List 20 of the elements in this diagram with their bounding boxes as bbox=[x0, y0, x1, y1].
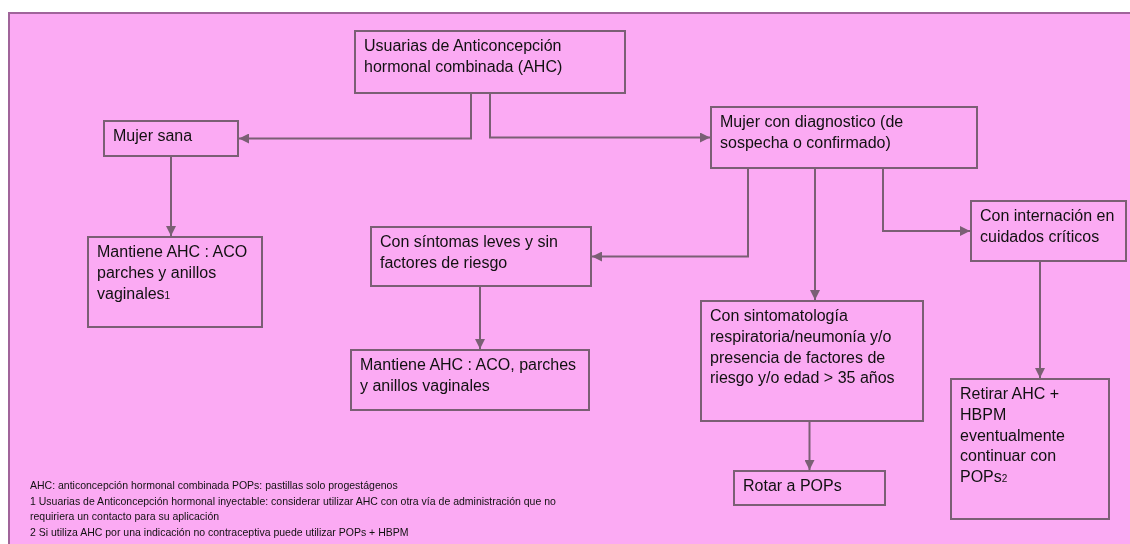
process-box: Rotar a POPs bbox=[733, 470, 886, 506]
footnote: 1 Usuarias de Anticoncepción hormonal inyectable: considerar utilizar AHC con otra vía de administración que no requiriera un contacto para su aplicación bbox=[30, 493, 557, 524]
arrow bbox=[882, 168, 971, 236]
footnote: AHC: anticoncepción hormonal combinada POPs: pastillas solo progestágenos bbox=[30, 478, 399, 493]
arrow bbox=[489, 93, 711, 143]
arrow bbox=[475, 286, 485, 350]
arrow bbox=[238, 93, 472, 144]
footnote: 2 Si utiliza AHC por una indicación no contraceptiva puede utilizar POPs + HBPM bbox=[30, 524, 410, 540]
arrow bbox=[804, 421, 815, 471]
process-box: Mujer con diagnostico (de sospecha o confirmado) bbox=[710, 106, 978, 169]
process-box: Mujer sana bbox=[103, 120, 239, 157]
arrow bbox=[810, 168, 820, 301]
arrow bbox=[591, 168, 749, 262]
process-box: Mantiene AHC : ACO, parches y anillos vaginales bbox=[350, 349, 590, 411]
arrow bbox=[1035, 261, 1045, 379]
process-box: Con internación en cuidados críticos bbox=[970, 200, 1127, 262]
process-box: Usuarias de Anticoncepción hormonal combinada (AHC) bbox=[354, 30, 626, 94]
process-box: Con síntomas leves y sin factores de riesgo bbox=[370, 226, 592, 287]
arrow bbox=[166, 156, 176, 237]
process-box: Con sintomatología respiratoria/neumonía y/o presencia de factores de riesgo y/o edad > 35 años bbox=[700, 300, 924, 422]
